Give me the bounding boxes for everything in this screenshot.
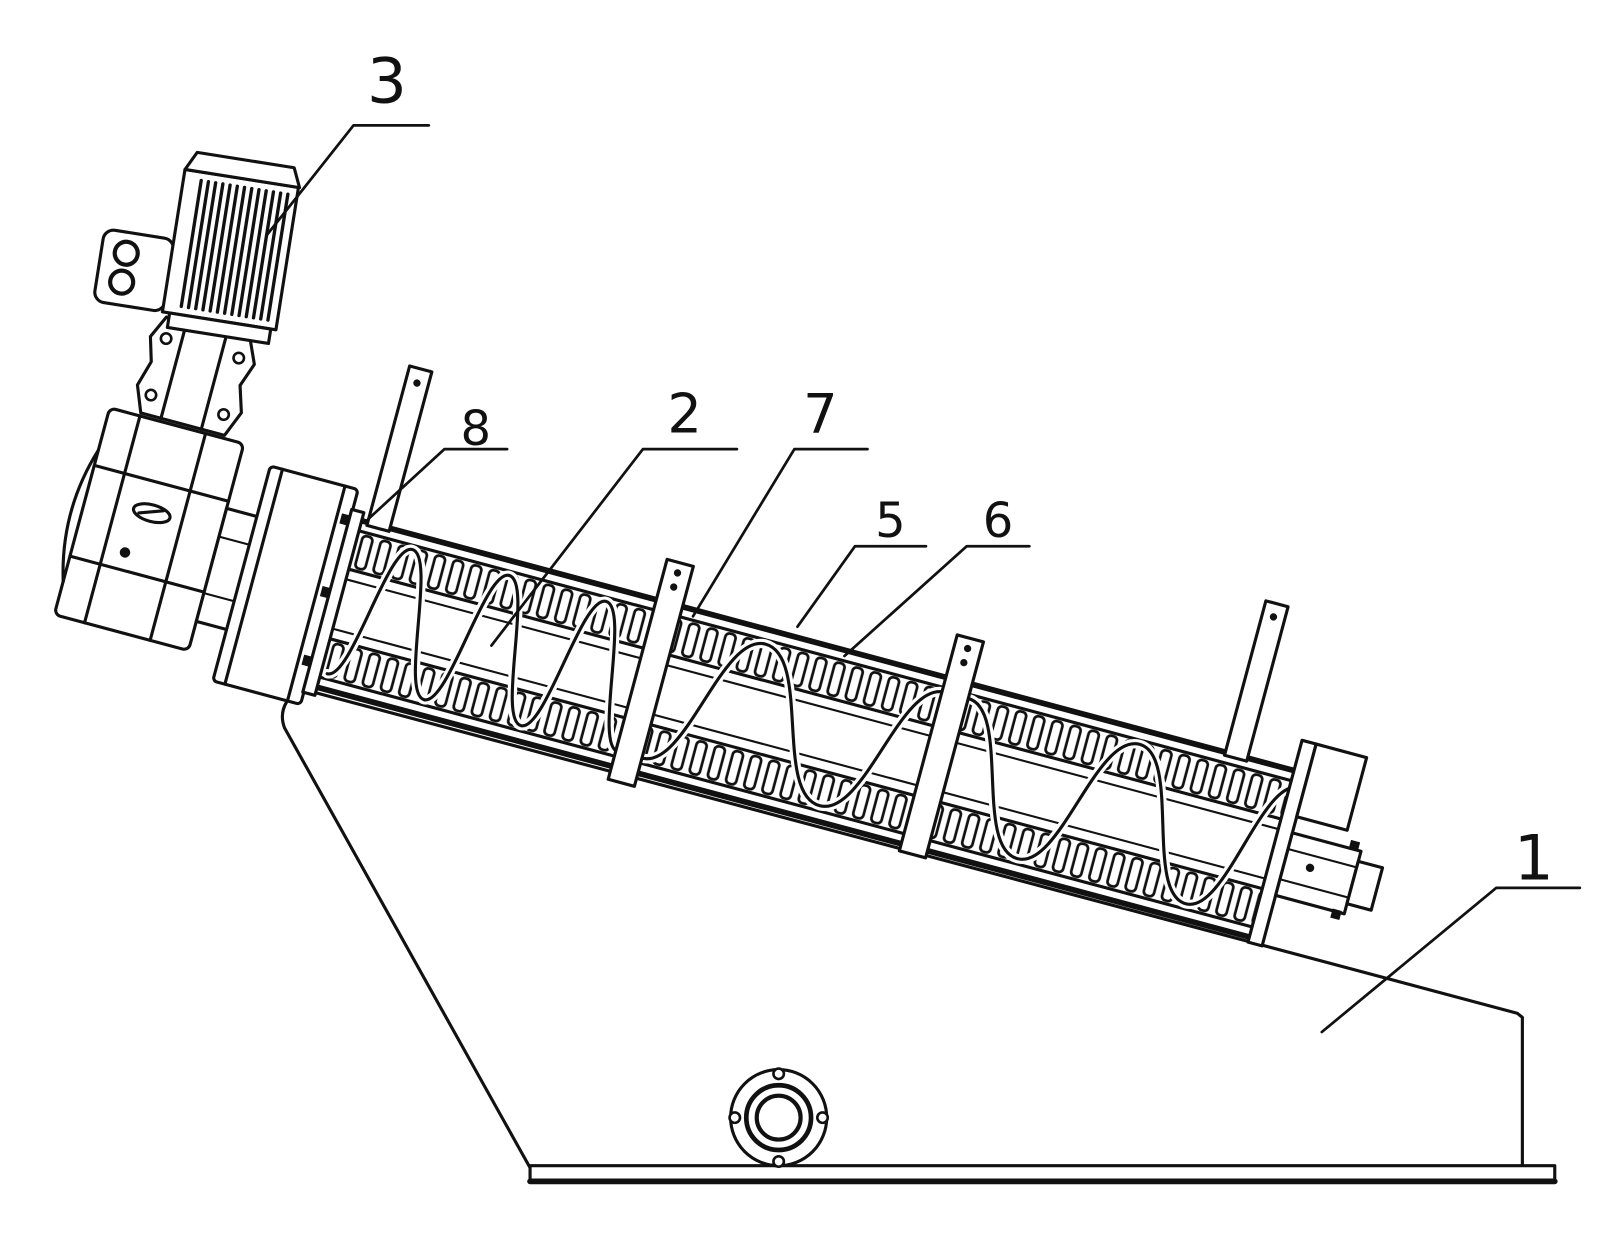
flange-bolt-hole-top — [772, 1067, 786, 1081]
leader-line-3 — [265, 123, 431, 237]
screw-helix — [325, 547, 1302, 906]
slot-band-top — [350, 531, 1292, 819]
support-plate-body — [606, 557, 695, 788]
outlet-bearing-block — [1295, 742, 1369, 832]
support-plate-right — [897, 633, 986, 860]
gear-reducer — [54, 407, 245, 651]
support-plate-hole — [670, 583, 678, 591]
flange-bolt-hole-bottom — [772, 1154, 786, 1169]
flange-bolt-hole-right — [816, 1111, 830, 1125]
motor-adapter-bolt — [217, 408, 231, 422]
support-plate-hole — [673, 569, 682, 577]
outlet-bolt — [1330, 908, 1342, 921]
flange-bolt — [319, 585, 331, 599]
callout-5: 5 — [875, 493, 906, 549]
flange-middle-ring — [743, 1082, 814, 1153]
leader-line-2 — [490, 447, 739, 647]
motor-cable-gland-lower — [108, 268, 136, 296]
callout-3: 3 — [367, 44, 407, 117]
flange-inner-ring — [754, 1093, 803, 1142]
outlet-bolt — [1348, 839, 1361, 852]
motor-adapter-group — [135, 315, 256, 437]
leader-line-6 — [843, 544, 1031, 658]
drain-flange — [728, 1067, 830, 1169]
lifting-post-hole — [413, 379, 421, 387]
flange-bolt — [339, 513, 351, 526]
support-plate-left — [606, 557, 695, 788]
screw-tube — [308, 516, 1305, 942]
leader-line-5 — [796, 544, 928, 629]
gear-reducer-seams — [68, 414, 231, 642]
outlet-shaft-nut — [1345, 859, 1385, 912]
flange-bolt — [301, 654, 313, 667]
flange-bolt-hole-left — [728, 1111, 742, 1125]
lifting-post-left — [365, 364, 434, 533]
callout-1: 1 — [1514, 822, 1554, 895]
support-plate-body — [897, 633, 986, 860]
motor-cooling-fins — [179, 178, 290, 322]
gear-reducer-lobe — [61, 448, 100, 583]
shaft-coupling-seams — [202, 535, 253, 603]
leader-line-7 — [691, 447, 869, 618]
support-plate-hole — [960, 658, 968, 667]
motor-adapter-bolt — [232, 351, 246, 365]
motor-adapter-seams — [159, 320, 229, 431]
lifting-post-body — [1222, 599, 1290, 763]
leader-line-1 — [1320, 886, 1582, 1034]
gear-reducer-bolt — [119, 547, 131, 558]
gear-reducer-oil-eye-mark — [137, 509, 165, 515]
support-plate-hole — [963, 644, 972, 653]
callout-8: 8 — [460, 401, 491, 457]
screw-press-assembly — [54, 315, 1385, 948]
motor-adapter-bolt — [144, 388, 158, 402]
callouts: 3 8 2 7 5 6 1 — [265, 44, 1582, 1034]
callout-7: 7 — [803, 382, 838, 445]
motor — [93, 150, 302, 346]
motor-fan-cover — [183, 150, 302, 190]
lifting-post-hole — [1269, 613, 1278, 621]
screw-shaft — [333, 578, 1285, 881]
tube-outlet-end — [1246, 738, 1385, 948]
gear-reducer-oil-eye — [131, 502, 172, 525]
motor-mounting-flange — [165, 311, 273, 346]
motor-adapter-bolt — [159, 332, 173, 346]
callout-6: 6 — [983, 493, 1014, 549]
lifting-post-right — [1222, 599, 1290, 763]
motor-terminal-box — [93, 228, 175, 313]
tube-outer-edges — [308, 516, 1302, 942]
motor-adapter — [135, 315, 256, 437]
bearing-housing-seams — [223, 467, 347, 703]
outlet-boss-seams — [1278, 847, 1358, 899]
lifting-post-body — [365, 364, 434, 533]
motor-cable-gland-upper — [112, 239, 140, 267]
tube-inlet-flange — [301, 507, 366, 697]
tube-rails — [312, 527, 1298, 930]
callout-2: 2 — [667, 382, 702, 445]
leader-line-8 — [366, 447, 509, 521]
outlet-shaft-center — [1305, 863, 1315, 873]
